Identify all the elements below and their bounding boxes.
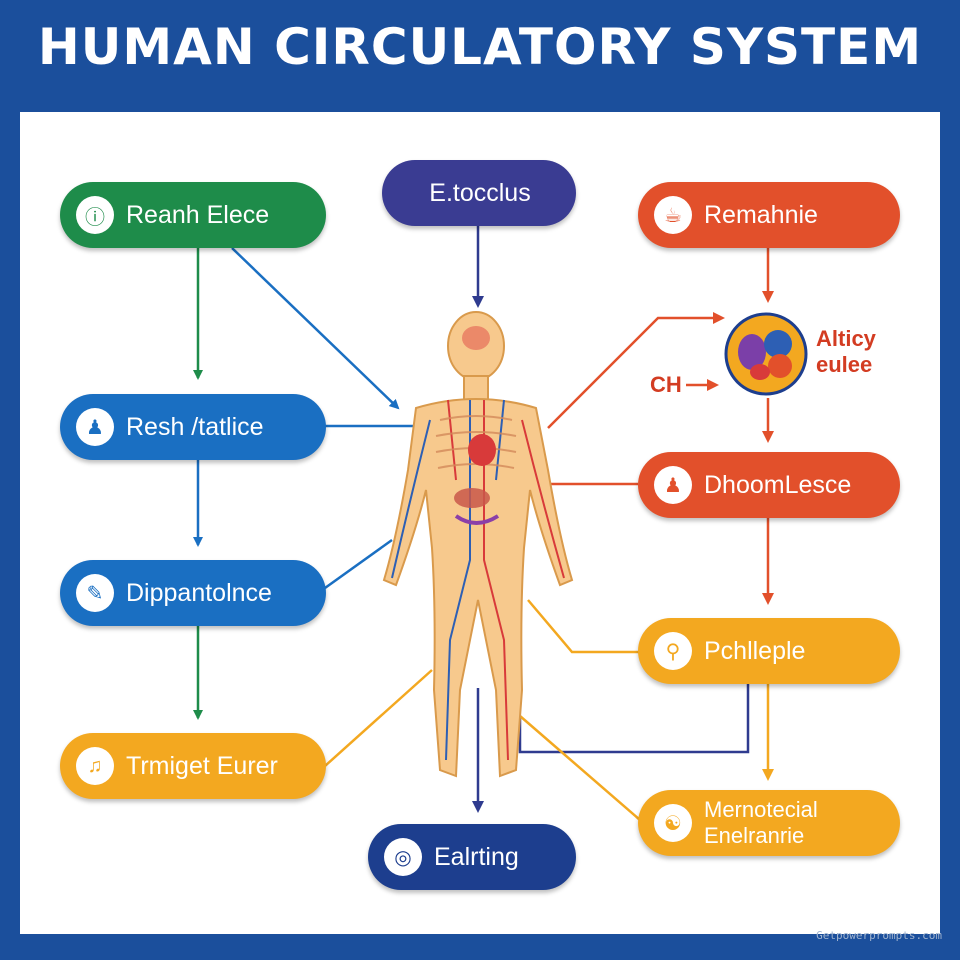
- node-dhoomlesce: ♟ DhoomLesce: [638, 452, 900, 518]
- node-dippantolnce-label: Dippantolnce: [126, 578, 272, 607]
- info-icon: ⓘ: [76, 196, 114, 234]
- wrench-icon: ✎: [76, 574, 114, 612]
- node-etocclus-label: E.tocclus: [429, 178, 531, 207]
- connector-lines-left: [193, 247, 433, 767]
- node-etocclus: E.tocclus: [382, 160, 576, 226]
- node-dippantolnce: ✎ Dippantolnce: [60, 560, 326, 626]
- node-dhoomlesce-label: DhoomLesce: [704, 470, 852, 499]
- node-remahnie: ☕ Remahnie: [638, 182, 900, 248]
- organ-cluster-image: [724, 312, 808, 396]
- node-trmiget: ♫ Trmiget Eurer: [60, 733, 326, 799]
- alticy-line2: eulee: [816, 352, 873, 377]
- node-resh-label: Resh /tatlice: [126, 412, 264, 441]
- node-pchlleple: ⚲ Pchlleple: [638, 618, 900, 684]
- target-icon: ◎: [384, 838, 422, 876]
- alticy-label: Alticy eulee: [816, 326, 876, 378]
- node-remahnie-label: Remahnie: [704, 200, 818, 229]
- node-ealrting: ◎ Ealrting: [368, 824, 576, 890]
- page-title: HUMAN CIRCULATORY SYSTEM: [37, 18, 923, 76]
- node-mernotecial-line2: Enelranrie: [704, 823, 805, 848]
- connector-lines-right: [518, 248, 774, 821]
- walker-icon: ♟: [654, 466, 692, 504]
- lock-icon: ⚲: [654, 632, 692, 670]
- human-body-figure: [382, 311, 574, 778]
- cup-icon: ☕: [654, 196, 692, 234]
- alticy-line1: Alticy: [816, 326, 876, 351]
- node-reanh: ⓘ Reanh Elece: [60, 182, 326, 248]
- ch-label: CH: [650, 372, 682, 397]
- molecule-icon: ☯: [654, 804, 692, 842]
- runner-icon: ♫: [76, 747, 114, 785]
- node-mernotecial-line1: Mernotecial: [704, 797, 818, 822]
- watermark: Getpowerprompts.com: [816, 929, 942, 942]
- node-reanh-label: Reanh Elece: [126, 200, 270, 229]
- node-mernotecial: ☯ Mernotecial Enelranrie: [638, 790, 900, 856]
- node-trmiget-label: Trmiget Eurer: [126, 751, 278, 780]
- node-pchlleple-label: Pchlleple: [704, 636, 806, 665]
- node-ealrting-label: Ealrting: [434, 842, 519, 871]
- node-mernotecial-text: Mernotecial Enelranrie: [704, 797, 818, 849]
- person-icon: ♟: [76, 408, 114, 446]
- node-resh: ♟ Resh /tatlice: [60, 394, 326, 460]
